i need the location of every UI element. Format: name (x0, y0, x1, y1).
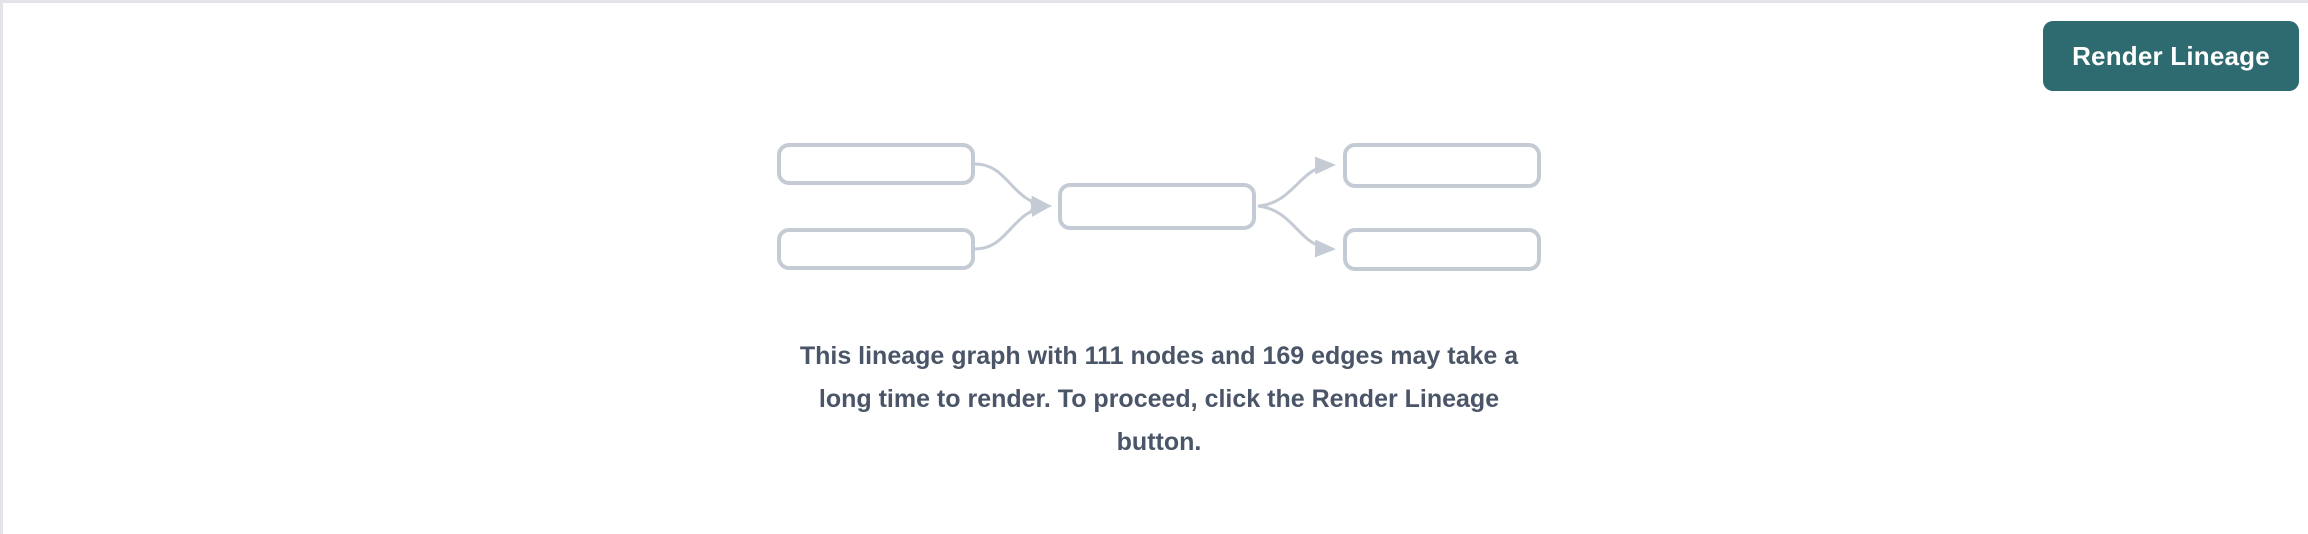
lineage-node-middle (1058, 183, 1256, 230)
edge-source-b-to-middle (974, 198, 1052, 251)
edge-source-a-to-middle (974, 162, 1052, 214)
lineage-node-target-a (1343, 143, 1541, 188)
edge-middle-to-target-b (1257, 204, 1336, 258)
lineage-node-source-a (777, 143, 975, 185)
lineage-node-source-b (777, 228, 975, 270)
lineage-node-target-b (1343, 228, 1541, 271)
edge-middle-to-target-a (1257, 156, 1336, 208)
lineage-warning-message: This lineage graph with 111 nodes and 16… (799, 342, 1519, 456)
render-lineage-button[interactable]: Render Lineage (2043, 21, 2299, 91)
